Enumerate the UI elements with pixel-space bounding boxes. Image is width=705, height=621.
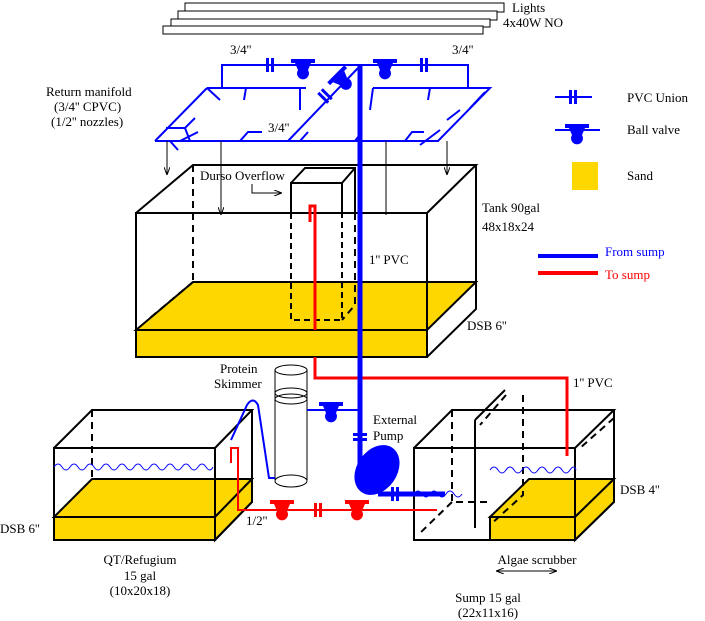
ball-valve-icon bbox=[327, 65, 359, 97]
refugium-volume: 15 gal bbox=[124, 568, 157, 583]
sand-swatch bbox=[572, 162, 598, 190]
main-tank bbox=[133, 164, 479, 358]
return-manifold bbox=[154, 58, 493, 151]
to-sump-piping bbox=[230, 357, 569, 521]
durso-pointer-arrow-icon bbox=[251, 184, 282, 193]
manifold-material: (3/4'' CPVC) bbox=[54, 99, 121, 114]
legend-from-sump-label: From sump bbox=[605, 244, 665, 259]
refugium-dsb-label: DSB 6'' bbox=[0, 521, 40, 536]
lights bbox=[162, 2, 505, 35]
legend: PVC Union Ball valve Sand From sump To s… bbox=[538, 90, 689, 282]
legend-union: PVC Union bbox=[555, 90, 689, 105]
tank-dsb-label: DSB 6'' bbox=[467, 318, 507, 333]
legend-valve-label: Ball valve bbox=[627, 122, 680, 137]
refugium-label: QT/Refugium bbox=[104, 552, 177, 567]
skimmer-label-2: Skimmer bbox=[214, 376, 262, 391]
pump-label-1: External bbox=[373, 412, 417, 427]
manifold-nozzles: (1/2'' nozzles) bbox=[51, 114, 123, 129]
pump-label-2: Pump bbox=[373, 428, 403, 443]
tank-dimensions: 48x18x24 bbox=[482, 219, 535, 234]
durso-overflow bbox=[290, 167, 356, 330]
manifold-label: Return manifold bbox=[46, 84, 132, 99]
legend-sand: Sand bbox=[572, 162, 654, 190]
lights-label: Lights bbox=[512, 0, 545, 15]
sump-tank bbox=[413, 389, 617, 543]
external-pump bbox=[354, 445, 400, 495]
sump-dsb-label: DSB 4'' bbox=[620, 482, 660, 497]
legend-from-sump: From sump bbox=[538, 244, 665, 259]
ball-valve-icon bbox=[319, 402, 343, 423]
legend-to-sump-label: To sump bbox=[605, 267, 650, 282]
skimmer-label-1: Protein bbox=[220, 361, 258, 376]
refugium-tank bbox=[51, 409, 255, 543]
legend-to-sump: To sump bbox=[538, 267, 650, 282]
legend-sand-label: Sand bbox=[627, 168, 654, 183]
return-pvc-label: 1'' PVC bbox=[573, 375, 613, 390]
refugium-dimensions: (10x20x18) bbox=[110, 583, 171, 598]
legend-union-label: PVC Union bbox=[627, 90, 689, 105]
legend-ball-valve: Ball valve bbox=[555, 122, 680, 145]
pipe-size-right: 3/4'' bbox=[452, 42, 473, 57]
protein-skimmer bbox=[274, 364, 308, 488]
flow-arrows bbox=[167, 141, 447, 215]
ball-valve-icon bbox=[373, 59, 397, 80]
pipe-size-left: 3/4'' bbox=[230, 42, 251, 57]
tank-pvc-label: 1'' PVC bbox=[369, 252, 409, 267]
pipe-size-mid: 3/4'' bbox=[268, 120, 289, 135]
ball-valve-icon bbox=[291, 59, 315, 80]
lights-spec: 4x40W NO bbox=[503, 15, 563, 30]
half-inch-label: 1/2'' bbox=[246, 513, 267, 528]
scrubber-label: Algae scrubber bbox=[497, 552, 577, 567]
sump-dimensions: (22x11x16) bbox=[458, 605, 518, 620]
union-icon bbox=[317, 88, 333, 104]
from-sump-piping bbox=[230, 65, 445, 501]
ball-valve-icon bbox=[565, 124, 589, 145]
tank-label: Tank 90gal bbox=[482, 200, 540, 215]
refugium-water bbox=[53, 463, 214, 471]
durso-label: Durso Overflow bbox=[200, 168, 285, 183]
sump-label: Sump 15 gal bbox=[455, 590, 521, 605]
